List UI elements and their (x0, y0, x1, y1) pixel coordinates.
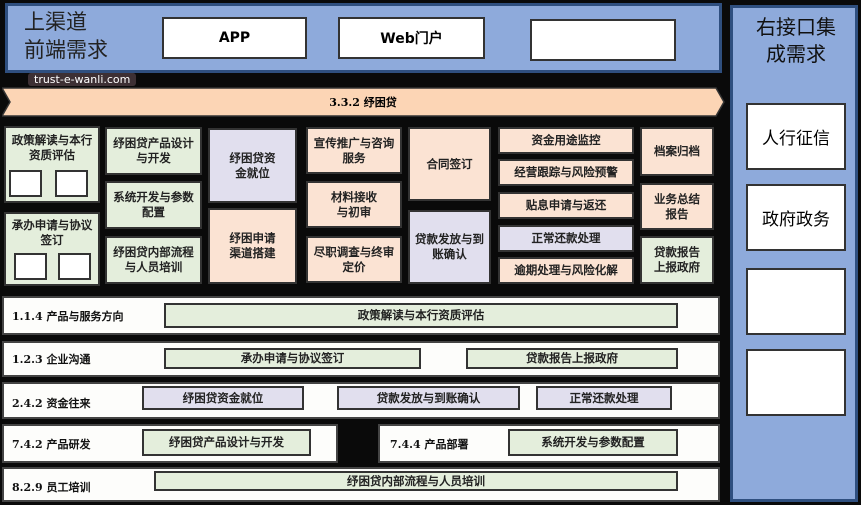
right-title: 右接口集成需求 (756, 15, 836, 66)
banner-label: 3.3.2 纾困贷 (329, 96, 397, 109)
row-label: 7.4.2 产品研发 (12, 437, 91, 451)
row-item: 系统开发与参数配置 (508, 429, 678, 456)
policy-label: 政策解读与本行资质评估 (11, 133, 93, 162)
placeholder-box (58, 253, 91, 280)
material-intake-box: 材料接收与初审 (306, 181, 402, 228)
app-box: APP (162, 17, 307, 59)
banner-arrow (2, 87, 725, 117)
repayment-box: 正常还款处理 (498, 225, 634, 252)
row-item: 政策解读与本行资质评估 (164, 303, 678, 328)
right-interface-panel (730, 5, 858, 502)
blank-channel-box (530, 19, 676, 61)
row-item: 贷款报告上报政府 (466, 348, 678, 369)
row-item: 纾困贷内部流程与人员培训 (154, 471, 678, 491)
promotion-box: 宣传推广与咨询服务 (306, 127, 402, 174)
web-portal-box: Web门户 (338, 17, 485, 59)
title-line1: 上渠道 (24, 10, 87, 34)
placeholder-box (9, 170, 42, 197)
funds-ready-box: 纾困贷资金就位 (208, 128, 297, 203)
subsidy-box: 贴息申请与返还 (498, 192, 634, 219)
application-label: 承办申请与协议签订 (11, 218, 93, 247)
row-label: 2.4.2 资金往来 (12, 396, 91, 410)
row-label: 1.1.4 产品与服务方向 (12, 309, 124, 323)
watermark: trust-e-wanli.com (28, 73, 137, 86)
placeholder-box (55, 170, 88, 197)
placeholder-box (14, 253, 47, 280)
contract-box: 合同签订 (408, 127, 491, 201)
row-item: 正常还款处理 (536, 386, 672, 410)
overdue-box: 逾期处理与风险化解 (498, 257, 634, 284)
system-dev-box: 系统开发与参数配置 (105, 181, 202, 229)
row-label: 7.4.4 产品部署 (390, 437, 469, 451)
disbursement-box: 贷款发放与到账确认 (408, 210, 491, 284)
row-item: 纾困贷资金就位 (142, 386, 304, 410)
training-box: 纾困贷内部流程与人员培训 (105, 236, 202, 284)
blank-interface-box (746, 268, 846, 335)
row-item: 纾困贷产品设计与开发 (142, 429, 311, 456)
archive-box: 档案归档 (640, 127, 714, 176)
front-end-title: 上渠道 前端需求 (24, 8, 108, 64)
credit-box: 人行征信 (746, 103, 846, 170)
gov-report-box: 贷款报告上报政府 (640, 236, 714, 284)
title-line2: 前端需求 (24, 38, 108, 62)
blank-interface-box (746, 349, 846, 416)
risk-warning-box: 经营跟踪与风险预警 (498, 159, 634, 186)
fund-use-box: 资金用途监控 (498, 127, 634, 154)
channel-build-box: 纾困申请渠道搭建 (208, 208, 297, 284)
summary-box: 业务总结报告 (640, 183, 714, 230)
gov-affairs-box: 政府政务 (746, 184, 846, 251)
row-item: 贷款发放与到账确认 (337, 386, 520, 410)
row-item: 承办申请与协议签订 (164, 348, 421, 369)
product-design-box: 纾困贷产品设计与开发 (105, 127, 202, 175)
row-label: 1.2.3 企业沟通 (12, 353, 91, 366)
due-diligence-box: 尽职调查与终审定价 (306, 236, 402, 283)
row-label: 8.2.9 员工培训 (12, 480, 91, 494)
